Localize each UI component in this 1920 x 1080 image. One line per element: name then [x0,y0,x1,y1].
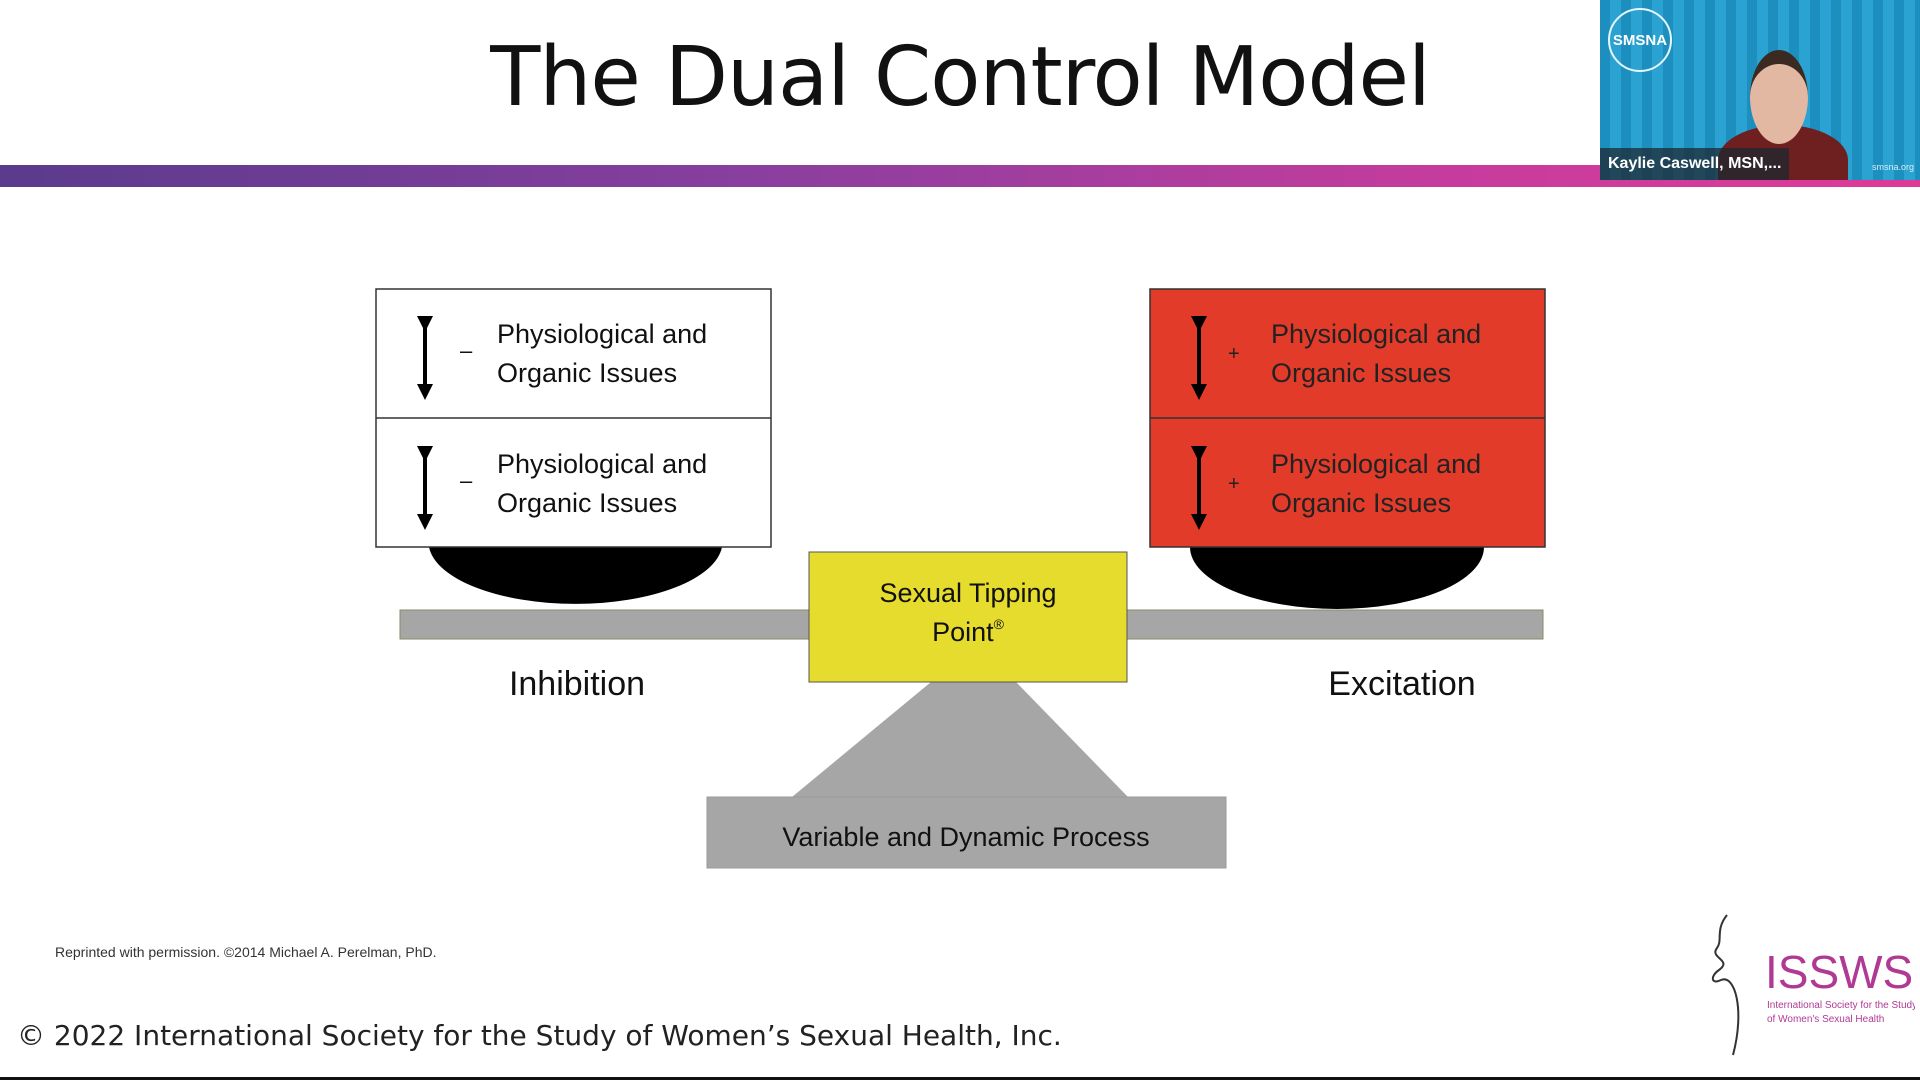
svg-text:ISSWSH: ISSWSH [1765,946,1915,998]
tipping-line1: Sexual Tipping [879,578,1056,608]
copyright-notice: © 2022 International Society for the Stu… [17,1019,1062,1052]
inhibition-item-1: – Physiological and Organic Issues [417,316,707,400]
svg-text:Sexual Tipping: Sexual Tipping [879,578,1056,608]
background-url: smsna.org [1871,162,1914,172]
fulcrum [792,682,1128,797]
slide-title: The Dual Control Model [490,30,1430,125]
excitation-weight [1190,547,1484,609]
svg-text:Organic Issues: Organic Issues [1271,358,1451,388]
bottom-border [0,1077,1920,1080]
gradient-divider [0,165,1920,187]
smsna-logo: SMSNA [1608,8,1672,72]
svg-text:+: + [1228,343,1240,365]
svg-text:–: – [460,468,473,493]
svg-text:Organic Issues: Organic Issues [497,358,677,388]
participant-name: Kaylie Caswell, MSN,... [1600,148,1790,180]
isswsh-logo: ISSWSH International Society for the Stu… [1711,914,1915,1056]
inhibition-label: Inhibition [509,665,645,703]
svg-text:–: – [460,338,473,363]
svg-text:Organic Issues: Organic Issues [497,488,677,518]
svg-text:+: + [1228,473,1240,495]
svg-text:of Women's Sexual Health: of Women's Sexual Health [1767,1014,1884,1025]
participant-head [1750,50,1808,144]
reprint-note: Reprinted with permission. ©2014 Michael… [55,944,437,960]
excitation-item-2: + Physiological and Organic Issues [1191,446,1481,530]
base-block [706,796,1227,869]
participant-video-tile[interactable]: SMSNA smsna.org Kaylie Caswell, MSN,... [1600,0,1920,180]
svg-text:Organic Issues: Organic Issues [1271,488,1451,518]
svg-text:Point®: Point® [932,616,1005,647]
tipping-line2: Point [932,617,994,647]
tipping-point-box [808,551,1128,683]
svg-text:Physiological and: Physiological and [497,319,707,349]
registered-mark: ® [994,616,1005,632]
svg-text:Physiological and: Physiological and [497,449,707,479]
excitation-item-1: + Physiological and Organic Issues [1191,316,1481,400]
svg-text:Physiological and: Physiological and [1271,319,1481,349]
svg-text:International Society for the: International Society for the Study [1767,1000,1915,1011]
svg-text:Physiological and: Physiological and [1271,449,1481,479]
base-label: Variable and Dynamic Process [782,822,1149,852]
inhibition-weight [429,547,722,604]
inhibition-item-2: – Physiological and Organic Issues [417,446,707,530]
excitation-label: Excitation [1328,665,1475,703]
